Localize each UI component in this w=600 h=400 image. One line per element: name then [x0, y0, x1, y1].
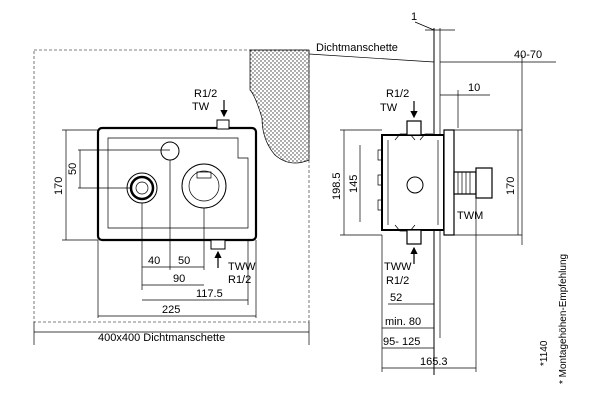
side-dim-40-70: 40-70 [514, 49, 542, 61]
notes: *1140 * Montagehöhen-Empfehlung [539, 254, 569, 384]
side-dim-198: 198.5 [331, 172, 343, 200]
bottom-connection-side [406, 229, 422, 245]
small-port-circle [160, 141, 180, 161]
height-note: * Montagehöhen-Empfehlung [558, 254, 569, 384]
side-dim-170: 170 [505, 177, 517, 195]
side-dim-95-125: 95- 125 [383, 336, 420, 348]
front-view: R1/2 TW TWW R1/2 170 50 40 50 90 117.5 [33, 49, 310, 345]
front-top-conn-code: TW [192, 101, 210, 113]
spindle-mid [129, 175, 155, 201]
cartridge-notch [196, 171, 212, 179]
height-mark: *1140 [539, 340, 550, 366]
side-port [406, 176, 424, 194]
cartridge-inner [188, 170, 220, 202]
side-seal-label: Dichtmanschette [316, 42, 398, 54]
front-bottom-conn-code: TWW [228, 261, 256, 273]
spindle-inner [135, 181, 149, 195]
front-bottom-conn-label: R1/2 [228, 274, 251, 286]
front-top-conn-label: R1/2 [194, 88, 217, 100]
seal-sleeve-outline [33, 49, 310, 323]
bottom-connection-front [210, 239, 226, 250]
top-connection-front [216, 119, 230, 130]
mounting-plate [443, 129, 455, 236]
valve-body-front [96, 126, 258, 242]
front-dim-offset: 50 [67, 163, 79, 175]
side-dim-145: 145 [348, 175, 360, 193]
valve-body-side [381, 134, 445, 231]
side-outlet-code: TWM [457, 210, 483, 222]
side-dim-min80: min. 80 [385, 316, 421, 328]
front-dim-50: 50 [178, 255, 190, 267]
side-bottom-conn-code: TWW [384, 261, 412, 273]
side-top-conn-code: TW [380, 102, 398, 114]
side-top-conn-label: R1/2 [386, 88, 409, 100]
top-connection-side [406, 120, 422, 136]
front-dim-225: 225 [162, 304, 180, 316]
side-dim-1: 1 [411, 11, 417, 23]
side-dim-10: 10 [468, 82, 480, 94]
front-dim-117: 117.5 [196, 288, 223, 300]
side-view: 1 Dichtmanschette 40-70 10 TWM R1/2 TW [308, 11, 556, 375]
outlet-twm [453, 171, 477, 195]
cartridge-outer [181, 163, 227, 209]
front-dim-90: 90 [173, 273, 185, 285]
side-dim-165: 165.3 [420, 356, 448, 368]
valve-body-inner [107, 137, 249, 229]
wall-hatch [249, 49, 310, 164]
front-dim-height: 170 [53, 177, 65, 195]
front-dim-40: 40 [148, 255, 160, 267]
side-dim-52: 52 [390, 292, 402, 304]
side-bottom-conn-label: R1/2 [386, 275, 409, 287]
front-seal-label: 400x400 Dichtmanschette [98, 332, 225, 344]
